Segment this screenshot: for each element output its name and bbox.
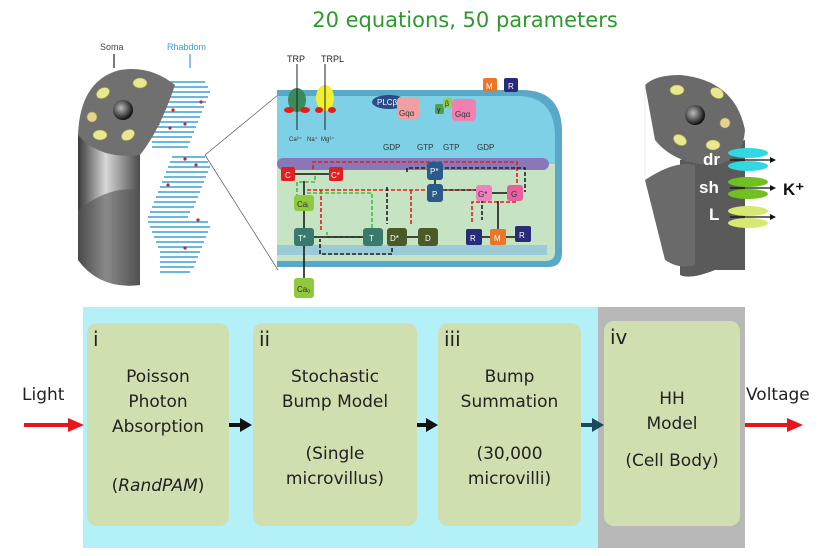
node-r2-label: R (519, 231, 525, 240)
cell-body-diagram: dr sh L K⁺ (644, 75, 804, 277)
rhabdom-label: Rhabdom (167, 42, 206, 52)
node-dstar-label: D* (390, 234, 399, 243)
gq-protein-2 (452, 99, 476, 121)
node-p (427, 184, 443, 202)
soma-label: Soma (100, 42, 124, 52)
stage-number: i (93, 327, 99, 351)
node-cai (294, 195, 314, 211)
beta-label: β (445, 101, 449, 108)
gtp-label-1: GTP (417, 143, 433, 152)
stage-bump-summation: iii Bump Summation (30,000 microvilli) (438, 323, 581, 526)
node-pstar-label: P* (430, 167, 438, 176)
arrow-icon (417, 418, 438, 432)
node-t-label: T (369, 234, 374, 243)
gq-protein-1 (397, 97, 419, 119)
stage-number: iii (444, 327, 461, 351)
node-cao-label: Caₒ (297, 285, 310, 294)
node-d (418, 228, 438, 246)
subtitle-italic: RandPAM (118, 476, 198, 496)
plc-label: PLCβ (377, 98, 398, 107)
rhodopsin-top (504, 78, 518, 92)
nucleus-right (685, 105, 705, 125)
stage-subtitle: (Cell Body) (625, 451, 719, 471)
stage-subtitle: (RandPAM) (87, 474, 229, 499)
membrane-bottom (277, 245, 547, 255)
nucleus (113, 100, 133, 120)
mitochondria-right (669, 84, 731, 151)
node-gstar (476, 185, 492, 201)
k-channels (728, 148, 768, 228)
ion-mg: Mg²⁺ (321, 136, 335, 143)
node-r1-label: R (470, 234, 476, 243)
ion-ca: Ca²⁺ (289, 136, 302, 143)
microvillus-diagram: TRP TRPL Ca²⁺ Na⁺ Mg²⁺ PLCβ Gqα Gqα γ β … (277, 54, 562, 298)
node-c-label: C (285, 171, 291, 180)
node-g-label: G (511, 190, 517, 199)
subtitle-prefix: ( (111, 476, 119, 496)
node-cstar (329, 167, 343, 181)
arrow-icon (581, 418, 604, 432)
arrow-icon (229, 418, 252, 432)
stage-photon-absorption: i Poisson Photon Absorption (RandPAM) (87, 323, 229, 526)
subtitle-suffix: ) (197, 476, 205, 496)
node-g (507, 185, 523, 201)
node-tstar-label: T* (298, 234, 306, 243)
stage-subtitle: (Single microvillus) (285, 444, 385, 489)
node-cao (294, 278, 314, 298)
gtp-label-2: GTP (443, 143, 459, 152)
gq-label-1: Gqα (399, 109, 415, 118)
node-r2 (515, 226, 531, 242)
channel-dr-label: dr (703, 150, 720, 169)
voltage-label: Voltage (746, 385, 810, 405)
node-pstar (427, 162, 443, 180)
stage-name: Poisson Photon Absorption (111, 367, 205, 437)
node-cai-label: Caᵢ (297, 200, 308, 209)
stage-subtitle: (30,000 microvilli) (467, 444, 552, 489)
light-arrow-icon (24, 418, 84, 432)
node-gstar-label: G* (478, 190, 487, 199)
cell-body-cylinder (680, 140, 745, 277)
voltage-arrow-icon (745, 418, 803, 432)
node-r1 (466, 229, 482, 245)
gdp-label-2: GDP (477, 143, 494, 152)
node-m-label: M (494, 234, 501, 243)
node-t (363, 228, 383, 246)
trp-label: TRP (287, 54, 305, 64)
stage-name: Bump Summation (460, 367, 559, 412)
gq-label-2: Gqα (455, 110, 471, 119)
node-d-label: D (425, 234, 431, 243)
stage-number: iv (610, 325, 628, 349)
stage-bump-model: ii Stochastic Bump Model (Single microvi… (253, 323, 417, 526)
channel-l-label: L (709, 205, 719, 224)
stage-name: HH Model (646, 389, 698, 434)
gamma-label: γ (437, 107, 441, 114)
submicrovillar-cisternae (277, 158, 549, 170)
diagram-title: 20 equations, 50 parameters (312, 8, 618, 32)
r-top-label: R (508, 82, 514, 91)
node-m (490, 229, 506, 245)
node-tstar (294, 228, 314, 246)
potassium-ion-label: K⁺ (783, 180, 804, 199)
light-label: Light (22, 385, 65, 405)
trpl-label: TRPL (321, 54, 344, 64)
mitochondria (86, 77, 148, 141)
stage-name: Stochastic Bump Model (281, 367, 389, 412)
rhabdom-microvilli (148, 81, 210, 273)
m-top-label: M (486, 82, 493, 91)
node-c (281, 167, 295, 181)
node-p-label: P (432, 190, 437, 199)
node-dstar (387, 228, 407, 246)
node-cstar-label: C* (331, 171, 340, 180)
channel-sh-label: sh (699, 178, 719, 197)
ion-na: Na⁺ (307, 136, 318, 143)
gdp-label-1: GDP (383, 143, 400, 152)
stage-hh-model: iv HH Model (Cell Body) (604, 321, 740, 526)
photoreceptor-cell-diagram: Soma Rhabdom (78, 42, 279, 286)
metarhodopsin-top (483, 78, 497, 92)
stage-number: ii (259, 327, 271, 351)
